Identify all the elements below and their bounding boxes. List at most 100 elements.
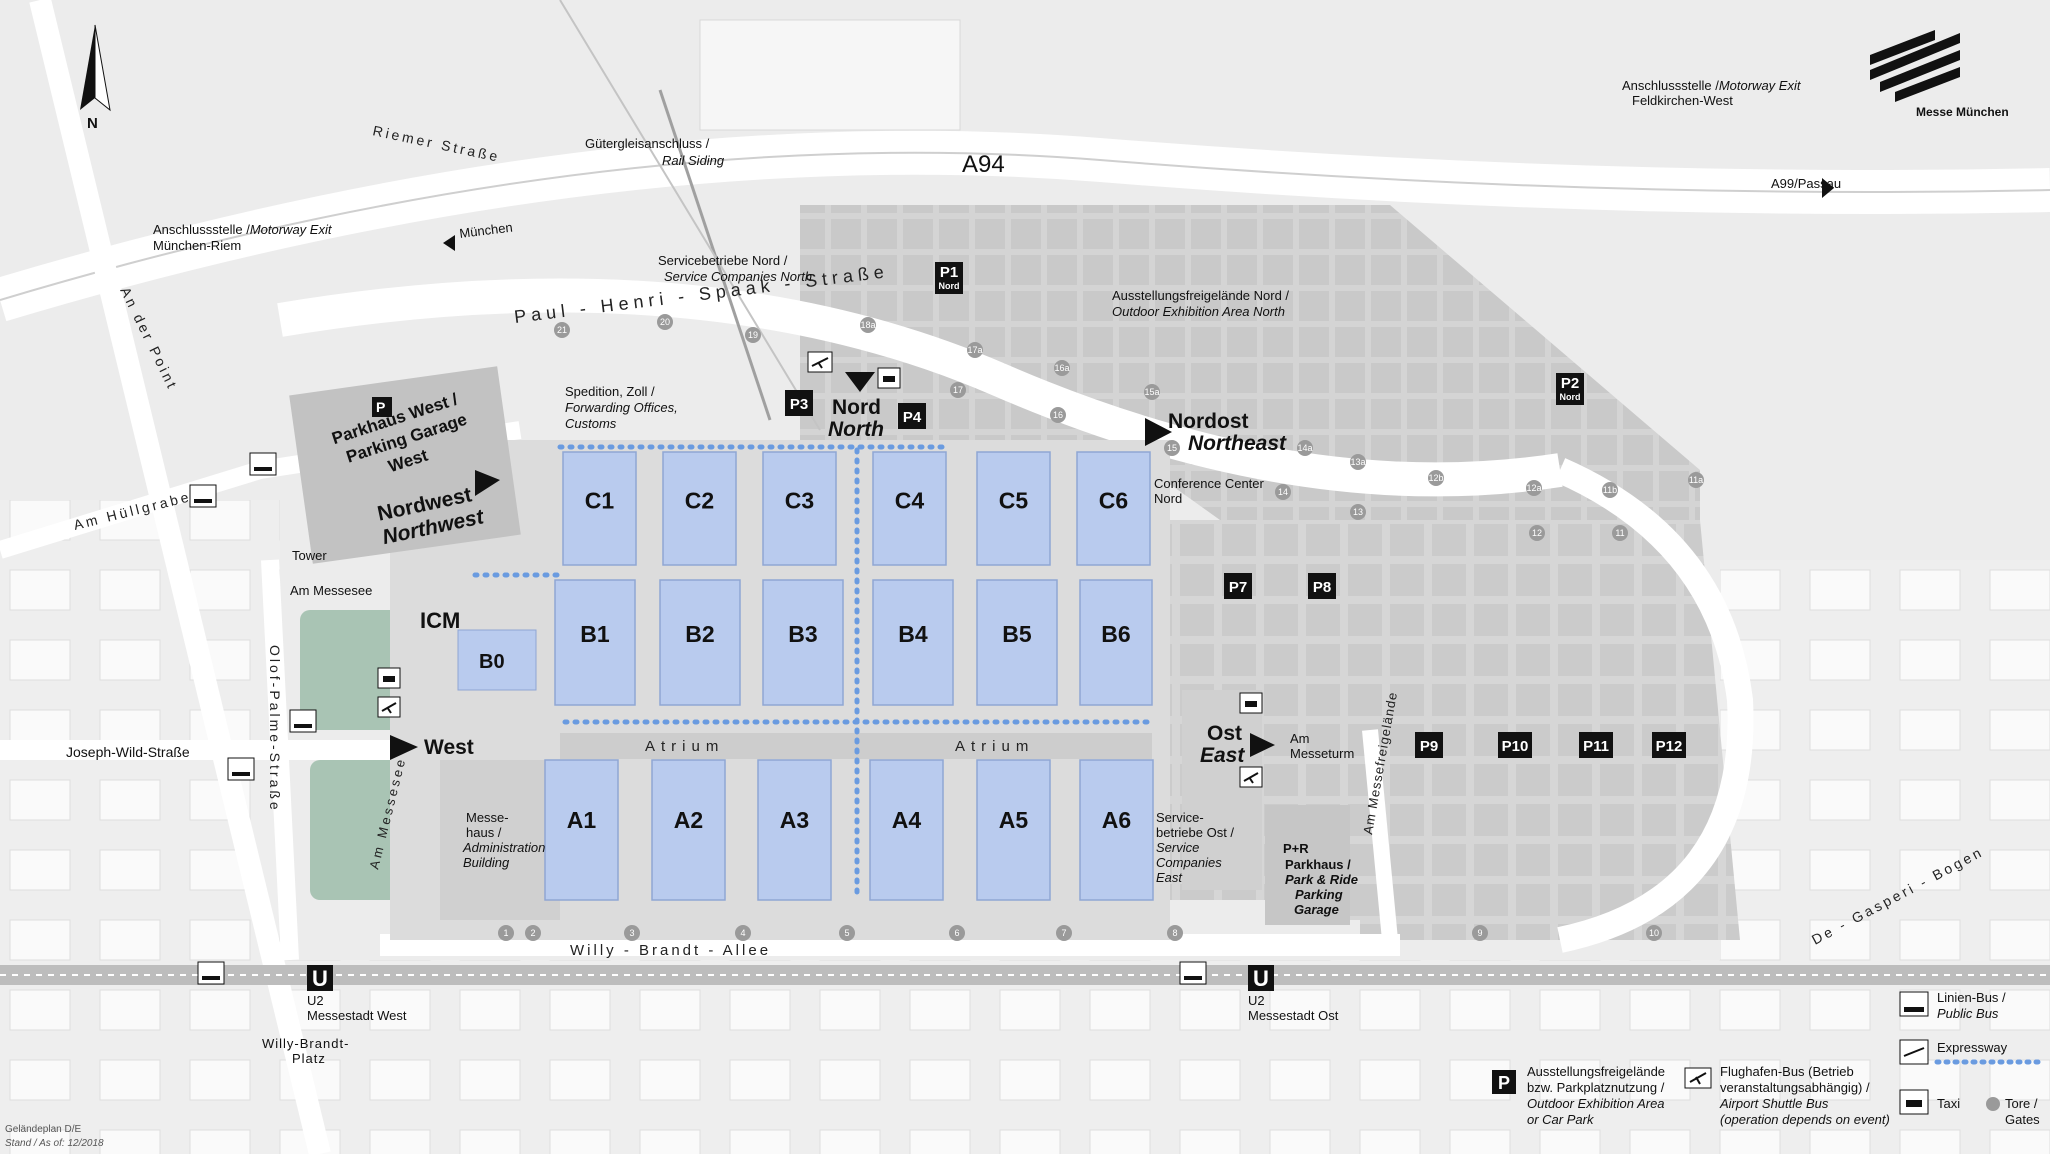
public-bus-icon: [189, 484, 217, 508]
svg-text:bzw. Parkplatznutzung /: bzw. Parkplatznutzung /: [1527, 1080, 1665, 1095]
svg-text:Feldkirchen-West: Feldkirchen-West: [1632, 93, 1733, 108]
hall-a2[interactable]: A2: [651, 759, 726, 901]
hall-label: B4: [898, 621, 928, 647]
parking-label: P2: [1561, 375, 1579, 392]
north-arrow: N: [80, 24, 111, 132]
nordost-label: Nordost: [1168, 410, 1249, 433]
legend-public-bus: Linien-Bus / Public Bus: [1937, 990, 2006, 1021]
airport-bus-icon-nord: [807, 351, 833, 373]
legend-public-bus-icon: [1899, 991, 1929, 1017]
gate-17a: 17a: [967, 342, 983, 358]
hall-c5[interactable]: C5: [976, 451, 1051, 566]
parking-p12[interactable]: P12: [1652, 732, 1686, 758]
parking-p10[interactable]: P10: [1498, 732, 1532, 758]
gate-17: 17: [950, 382, 966, 398]
gate-16: 16: [1050, 407, 1066, 423]
gate-15a: 15a: [1144, 384, 1160, 400]
hall-a1[interactable]: A1: [544, 759, 619, 901]
svg-text:München-Riem: München-Riem: [153, 238, 241, 253]
gate-label: 8: [1172, 928, 1177, 938]
entrance-nordost[interactable]: Nordost Northeast: [1145, 410, 1287, 455]
entrance-west[interactable]: West: [390, 735, 474, 760]
hall-a3[interactable]: A3: [757, 759, 832, 901]
an-der-point-road: [29, 0, 331, 1154]
hall-label: B1: [580, 621, 610, 647]
ubahn-east-letter: U: [1253, 966, 1269, 991]
svg-text:Willy-Brandt-: Willy-Brandt-: [262, 1036, 349, 1051]
hall-c4[interactable]: C4: [872, 451, 947, 566]
hall-c6[interactable]: C6: [1076, 451, 1151, 566]
motorway-label: A94: [962, 151, 1005, 178]
west-label: West: [424, 736, 474, 759]
parking-p4[interactable]: P4: [898, 403, 926, 429]
svg-text:P+R: P+R: [1283, 841, 1309, 856]
svg-text:Public Bus: Public Bus: [1937, 1006, 1999, 1021]
hall-label: B3: [788, 621, 817, 647]
legend-gate-icon: [1986, 1097, 2000, 1111]
ubahn-west[interactable]: U U2 Messestadt West: [307, 965, 407, 1023]
gate-label: 17a: [967, 345, 982, 355]
gate-12: 12: [1529, 525, 1545, 541]
gate-label: 11b: [1603, 485, 1617, 495]
building-north: [699, 19, 961, 131]
parkhaus-west-structure: [289, 366, 521, 564]
svg-text:Service: Service: [1156, 840, 1199, 855]
hall-a4[interactable]: A4: [869, 759, 944, 901]
public-bus-icons: [189, 452, 1207, 985]
hall-b4[interactable]: B4: [872, 579, 954, 706]
ubahn-east[interactable]: U U2 Messestadt Ost: [1248, 965, 1339, 1023]
ubahn-east-station: Messestadt Ost: [1248, 1008, 1339, 1023]
parking-p3[interactable]: P3: [785, 390, 813, 416]
conference-center-label: Conference Center Nord: [1154, 476, 1265, 506]
hall-c1[interactable]: C1: [562, 451, 637, 566]
svg-text:Spedition, Zoll /: Spedition, Zoll /: [565, 384, 655, 399]
gate-20: 20: [657, 314, 673, 330]
hall-b5[interactable]: B5: [976, 579, 1058, 706]
gate-label: 15: [1167, 443, 1177, 453]
parking-label: P9: [1420, 738, 1438, 755]
svg-text:Outdoor Exhibition Area: Outdoor Exhibition Area: [1527, 1096, 1665, 1111]
entrance-ost[interactable]: Ost East: [1200, 722, 1275, 767]
parking-p8[interactable]: P8: [1308, 573, 1336, 599]
gate-5: 5: [839, 925, 855, 941]
hall-a5[interactable]: A5: [976, 759, 1051, 901]
parking-label: P4: [903, 409, 922, 426]
ubahn-east-line: U2: [1248, 993, 1265, 1008]
parking-p9[interactable]: P9: [1415, 732, 1443, 758]
svg-text:Flughafen-Bus (Betrieb: Flughafen-Bus (Betrieb: [1720, 1064, 1854, 1079]
entrance-nord[interactable]: Nord North: [828, 372, 884, 441]
hall-label: A6: [1102, 807, 1131, 833]
gate-6: 6: [949, 925, 965, 941]
gate-18a: 18a: [860, 317, 876, 333]
hall-a6[interactable]: A6: [1079, 759, 1154, 901]
gate-label: 3: [629, 928, 634, 938]
street-willy-brandt: Willy - Brandt - Allee: [570, 942, 771, 959]
ost-label: Ost: [1207, 722, 1242, 745]
svg-text:Anschlussstelle /Motorway Exit: Anschlussstelle /Motorway Exit: [1622, 78, 1802, 93]
parking-p7[interactable]: P7: [1224, 573, 1252, 599]
parking-p11[interactable]: P11: [1579, 732, 1613, 758]
hall-b6[interactable]: B6: [1079, 579, 1153, 706]
hall-c3[interactable]: C3: [762, 451, 837, 566]
atrium-label-east: Atrium: [955, 738, 1034, 755]
parking-label: P3: [790, 396, 808, 413]
hall-b2[interactable]: B2: [659, 579, 741, 706]
svg-text:Platz: Platz: [292, 1051, 326, 1066]
hall-label: A2: [674, 807, 703, 833]
hall-b0[interactable]: [457, 629, 537, 691]
hall-b3[interactable]: B3: [762, 579, 844, 706]
am-messefreigelaende-road: [1362, 729, 1398, 941]
ubahn-west-station: Messestadt West: [307, 1008, 407, 1023]
svg-text:Gates: Gates: [2005, 1112, 2040, 1127]
hall-label: C6: [1099, 488, 1128, 514]
svg-text:betriebe Ost /: betriebe Ost /: [1156, 825, 1234, 840]
gate-label: 13a: [1350, 457, 1365, 467]
legend-parking-icon: [1492, 1070, 1516, 1094]
nord-label: Nord: [832, 396, 881, 419]
hall-b1[interactable]: B1: [554, 579, 636, 706]
west-arrow-icon: [390, 735, 418, 760]
hall-c2[interactable]: C2: [662, 451, 737, 566]
hall-label: B2: [685, 621, 714, 647]
